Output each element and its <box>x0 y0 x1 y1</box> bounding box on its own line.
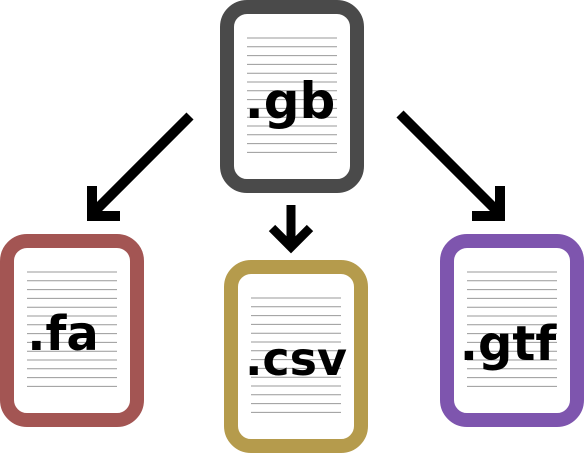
file-icon-csv: .csv <box>224 260 368 453</box>
file-label-csv: .csv <box>245 332 347 386</box>
arrow-to-gtf <box>396 110 505 221</box>
file-icon-fa: .fa <box>0 234 144 427</box>
file-icon-gb: .gb <box>220 0 364 193</box>
file-label-gb: .gb <box>245 72 336 130</box>
arrow-to-fa <box>87 112 194 221</box>
arrow-to-csv <box>268 205 314 254</box>
file-icon-gtf: .gtf <box>440 234 584 427</box>
file-label-gtf: .gtf <box>460 316 558 372</box>
file-label-fa: .fa <box>27 306 99 362</box>
